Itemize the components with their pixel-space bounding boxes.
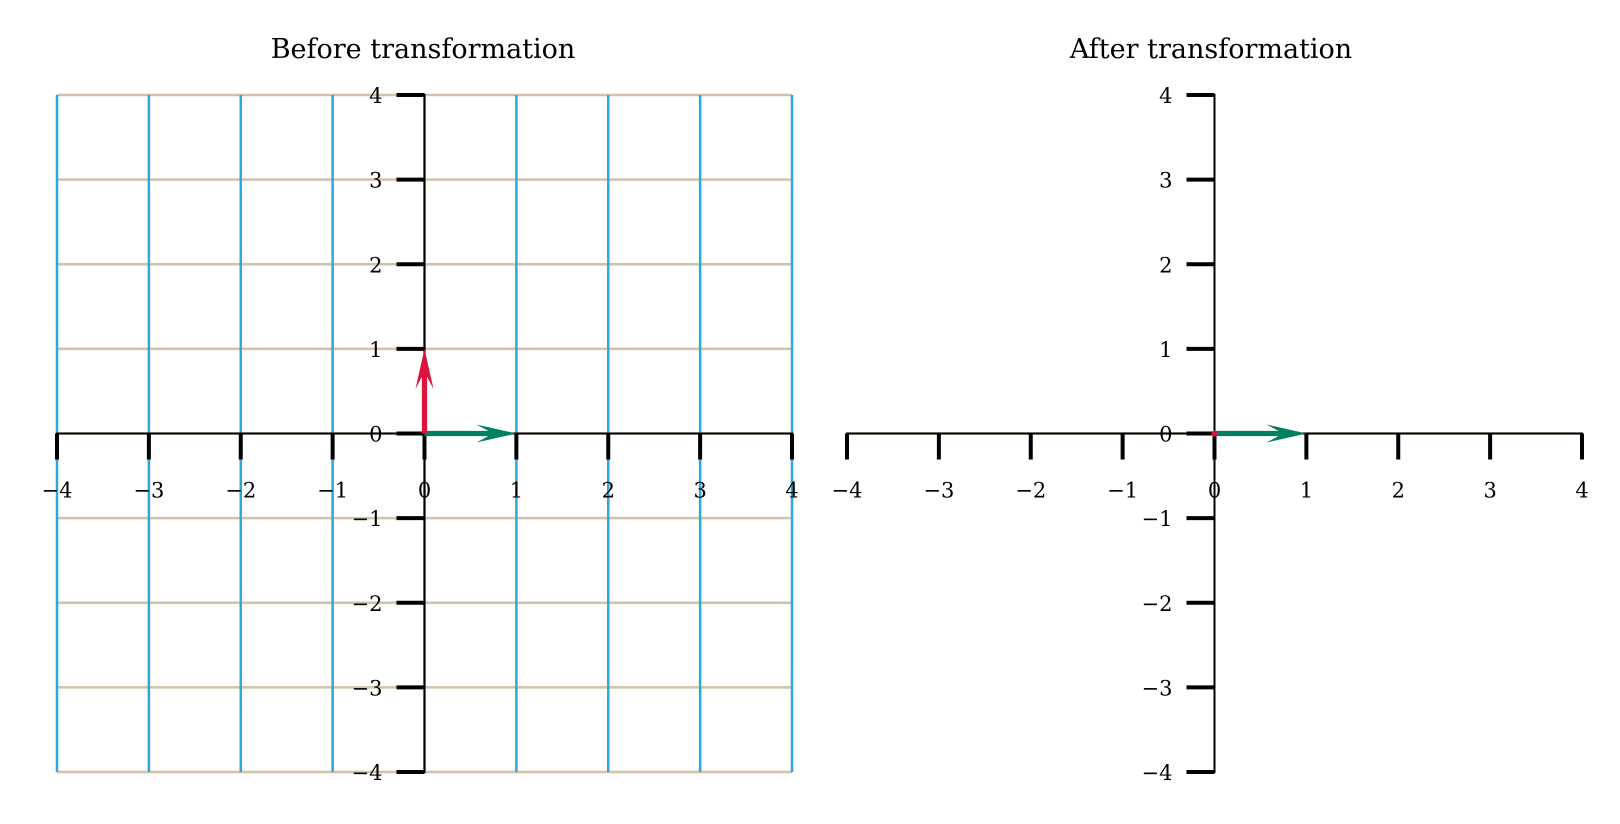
i-hat-vector (1214, 424, 1307, 443)
x-tick-label: −2 (1015, 479, 1046, 503)
y-tick-label: −3 (352, 676, 383, 700)
x-tick-label: −3 (923, 479, 954, 503)
x-tick-label: 2 (1392, 479, 1405, 503)
x-tick-label: 4 (1575, 479, 1588, 503)
before-panel-title: Before transformation (271, 34, 576, 65)
i-hat-arrow (424, 424, 517, 443)
x-tick-label: 0 (1208, 479, 1221, 503)
y-tick-label: 4 (369, 84, 382, 108)
x-tick-label: −1 (317, 479, 348, 503)
y-tick-label: −3 (1142, 676, 1173, 700)
y-tick-label: 1 (369, 338, 382, 362)
y-tick-label: −4 (1142, 761, 1173, 785)
after-panel: After transformation −4 −3 −2 −1 0 1 2 3 4 4 3 2 1 0 −… (832, 34, 1589, 785)
j-hat-vector (415, 348, 434, 434)
j-hat-vector (1211, 430, 1218, 437)
i-hat-vector (424, 424, 517, 443)
x-tick-label: 4 (785, 479, 798, 503)
y-tick-label: 1 (1159, 338, 1172, 362)
y-tick-label: 3 (1159, 169, 1172, 193)
x-tick-label: −4 (42, 479, 73, 503)
x-tick-label: 1 (510, 479, 523, 503)
x-tick-label: −3 (133, 479, 164, 503)
y-tick-label: −1 (1142, 507, 1173, 531)
y-tick-label: 0 (369, 423, 382, 447)
x-tick-label: 3 (693, 479, 706, 503)
y-tick-label: 2 (369, 253, 382, 277)
x-tick-label: 2 (602, 479, 615, 503)
i-hat-arrow (1214, 424, 1307, 443)
j-hat-vector-point (1211, 430, 1218, 437)
j-hat-arrow (415, 348, 434, 434)
x-tick-label: −2 (225, 479, 256, 503)
y-tick-label: −2 (352, 592, 383, 616)
y-tick-label: 3 (369, 169, 382, 193)
x-tick-label: −4 (832, 479, 863, 503)
x-tick-label: 0 (418, 479, 431, 503)
y-tick-label: −4 (352, 761, 383, 785)
y-tick-label: 0 (1159, 423, 1172, 447)
x-tick-label: 1 (1300, 479, 1313, 503)
x-tick-label: 3 (1483, 479, 1496, 503)
y-tick-label: −2 (1142, 592, 1173, 616)
y-tick-label: −1 (352, 507, 383, 531)
x-tick-label: −1 (1107, 479, 1138, 503)
y-tick-label: 2 (1159, 253, 1172, 277)
y-tick-label: 4 (1159, 84, 1172, 108)
after-panel-title: After transformation (1069, 34, 1352, 65)
before-panel: Before transformation −4 −3 −2 −1 0 1 2 3 4 4 3 2 1 0… (42, 34, 799, 785)
